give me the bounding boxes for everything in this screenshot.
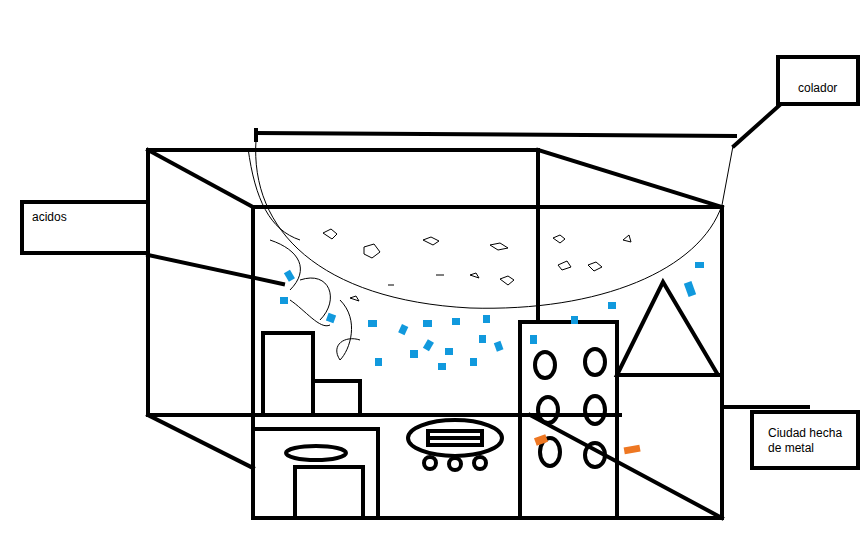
- box-edge: [148, 413, 620, 417]
- callout-label: Ciudad hecha de metal: [768, 426, 850, 456]
- table-item: [428, 431, 482, 445]
- strainer-bowl: [722, 146, 733, 205]
- desk-top: [253, 427, 378, 431]
- box-edge: [146, 150, 150, 415]
- leader-line: [724, 405, 808, 409]
- table-wheel: [424, 457, 436, 469]
- table-wheel: [449, 458, 461, 470]
- box-edge: [148, 415, 253, 468]
- acid-drops: [280, 262, 704, 370]
- stone: [470, 273, 479, 278]
- box-edge: [538, 150, 722, 207]
- front-face: [253, 207, 722, 518]
- stone: [436, 275, 444, 276]
- desk-drawer: [295, 467, 363, 518]
- stone: [423, 237, 439, 245]
- strainer-rim: [254, 130, 258, 140]
- window: [585, 443, 605, 467]
- chair-back: [263, 333, 313, 415]
- stone: [323, 229, 337, 239]
- box-edge: [148, 148, 538, 152]
- stone: [364, 244, 380, 258]
- callout-box: acidos: [20, 200, 150, 255]
- strainer-rim: [256, 133, 735, 136]
- building: [520, 322, 617, 518]
- stone: [500, 276, 514, 285]
- stone: [588, 262, 602, 271]
- box-edge: [148, 150, 253, 207]
- stone: [388, 285, 394, 286]
- acid-drip: [248, 148, 360, 360]
- callout-label: acidos: [32, 210, 140, 225]
- table-item: [428, 436, 482, 440]
- window: [585, 396, 605, 424]
- desk-side: [376, 429, 380, 518]
- box-edge: [536, 150, 540, 320]
- stone: [558, 261, 571, 270]
- desk-plate: [286, 446, 346, 460]
- strainer-bowl: [256, 140, 722, 308]
- leader-line: [148, 255, 283, 284]
- table-wheel: [474, 457, 486, 469]
- window: [538, 397, 558, 423]
- stone: [490, 243, 508, 250]
- stone: [623, 235, 631, 242]
- tower-roof: [617, 282, 718, 375]
- window: [535, 352, 555, 378]
- callout-box: colador: [776, 55, 860, 106]
- box-edge: [530, 415, 722, 518]
- rust-marks: [534, 434, 641, 454]
- leader-line: [734, 103, 782, 146]
- acid-drip: [290, 300, 330, 326]
- stone: [350, 296, 359, 301]
- stone: [553, 235, 565, 243]
- chair-seat: [313, 381, 360, 415]
- round-table: [408, 420, 502, 456]
- tower: [617, 375, 722, 518]
- window: [585, 349, 605, 375]
- callout-label: colador: [798, 81, 850, 96]
- callout-box: Ciudad hecha de metal: [750, 410, 860, 470]
